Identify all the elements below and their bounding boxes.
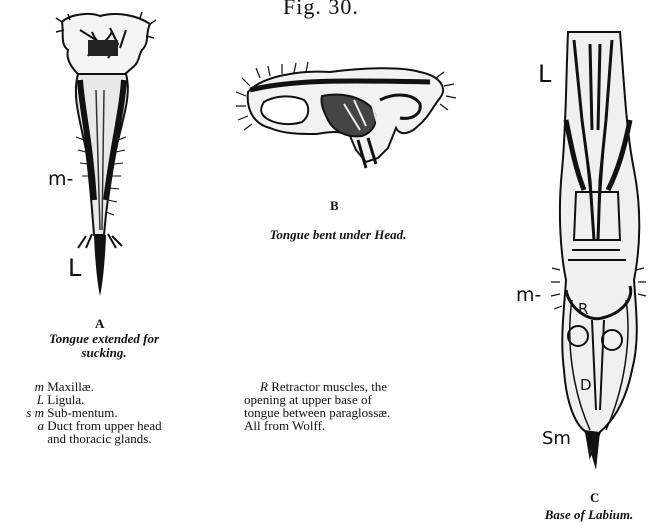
legend-right: R Retractor muscles, the opening at uppe…: [244, 380, 390, 432]
legend-symbol: a: [22, 419, 44, 432]
label-c-duct: D: [580, 376, 592, 394]
label-c-maxillae: m-: [516, 284, 541, 306]
legend-row-duct-cont: and thoracic glands.: [22, 432, 162, 445]
label-c-submentum: Sm: [542, 428, 571, 449]
label-c-ligula: L: [538, 60, 551, 88]
label-c-retractor: R: [578, 300, 588, 318]
panel-c-letter: C: [590, 490, 599, 506]
panel-c-caption: Base of Labium.: [530, 508, 648, 522]
legend-right-line4: All from Wolff.: [244, 419, 390, 432]
legend-left: m Maxillæ. L Ligula. s m Sub-mentum. a D…: [22, 380, 162, 445]
legend-text: and thoracic glands.: [47, 431, 151, 446]
